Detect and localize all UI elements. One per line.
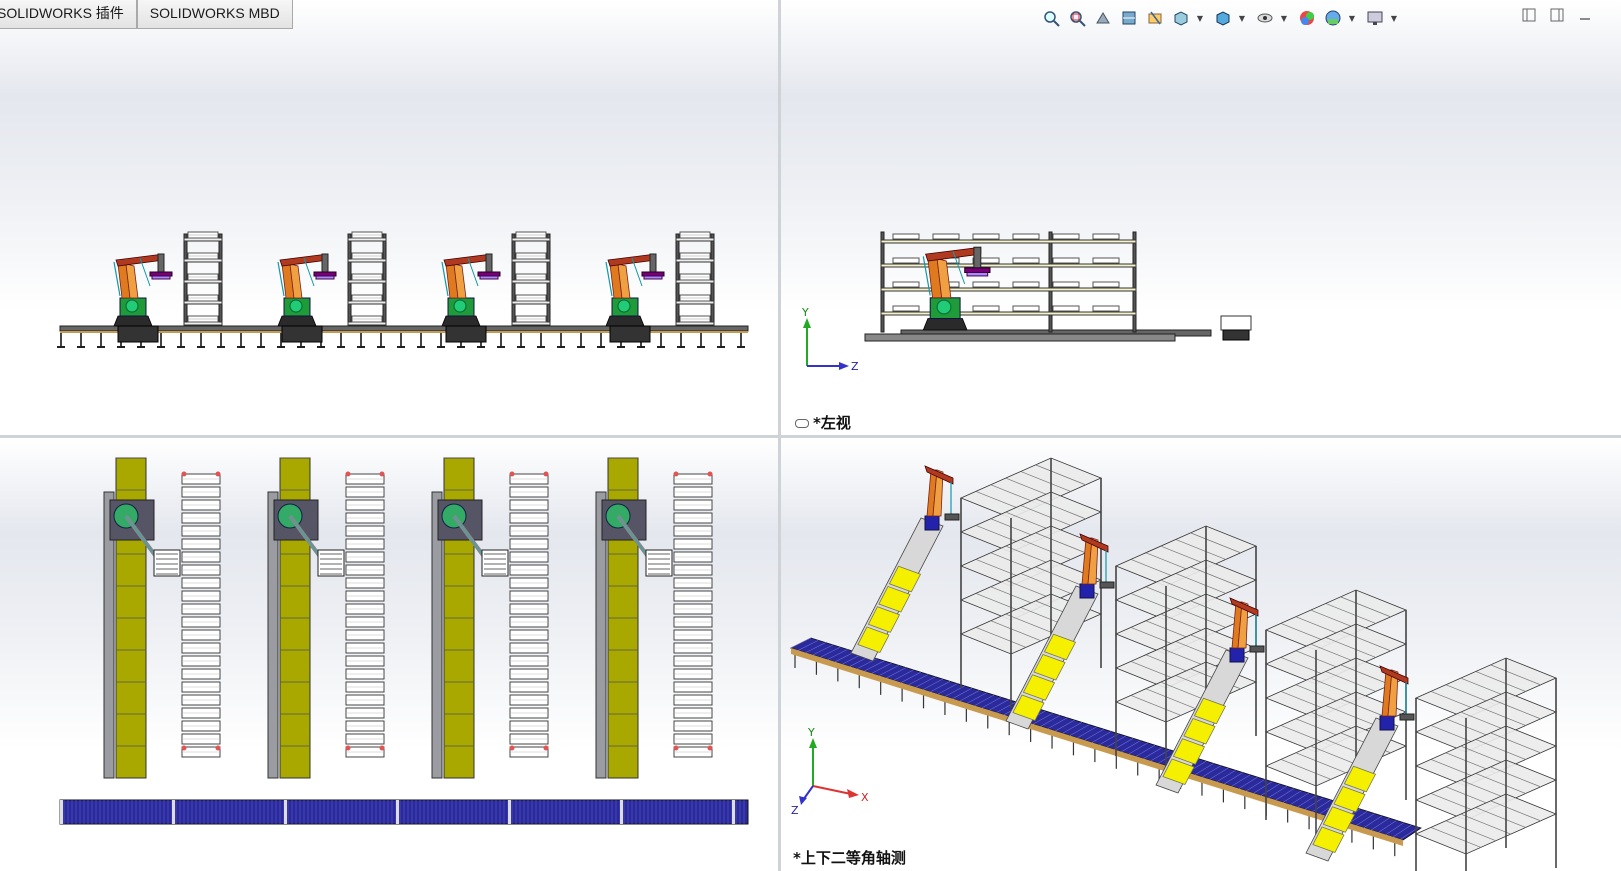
robot-base — [924, 515, 940, 531]
view-orientation-icon[interactable] — [1170, 7, 1192, 29]
triad-z-label: Z — [851, 360, 859, 373]
display-style-icon[interactable] — [1212, 7, 1234, 29]
storage-rack — [183, 231, 223, 327]
zoom-to-area-icon[interactable] — [1066, 7, 1088, 29]
view-glyph-icon — [795, 419, 809, 428]
coordinate-triad: ZY — [801, 306, 859, 373]
edit-appearance-icon[interactable] — [1296, 7, 1318, 29]
view-label-left: *左视 — [795, 412, 851, 433]
cell-iso — [1155, 589, 1408, 840]
section-view-icon[interactable] — [1118, 7, 1140, 29]
view-settings-icon[interactable] — [1364, 7, 1386, 29]
robot-plinth — [609, 325, 651, 343]
robot-base — [1379, 715, 1395, 731]
storage-rack — [347, 231, 387, 327]
storage-rack — [675, 231, 715, 327]
tab-solidworks-addins[interactable]: SOLIDWORKS 插件 — [0, 0, 137, 29]
roller-conveyor-plan — [59, 799, 749, 825]
tile-icon[interactable] — [1548, 6, 1566, 24]
zoom-to-fit-icon[interactable] — [1040, 7, 1062, 29]
viewport-top[interactable] — [0, 438, 778, 871]
triad-y-label: Y — [801, 306, 809, 319]
palletizing-robot — [113, 253, 173, 327]
view-name: *上下二等角轴测 — [793, 849, 906, 867]
viewport-isometric[interactable]: X Z Y *上下二等角轴测 — [781, 438, 1621, 871]
roller-conveyor-iso — [789, 637, 1422, 857]
left-view-structure — [864, 231, 1212, 342]
chevron-down-icon[interactable]: ▼ — [1196, 13, 1204, 23]
triad-x-label: X — [861, 791, 869, 804]
restore-icon[interactable] — [1520, 6, 1538, 24]
triad-z-label: Z — [791, 804, 799, 817]
side-cart-base — [1222, 329, 1250, 341]
viewport-window-controls — [1520, 6, 1594, 24]
view-name: *左视 — [813, 414, 851, 432]
robot-base — [1229, 647, 1245, 663]
minimize-icon[interactable] — [1576, 6, 1594, 24]
robot-plinth — [117, 325, 159, 343]
storage-rack — [511, 231, 551, 327]
chevron-down-icon[interactable]: ▼ — [1348, 13, 1356, 23]
cell-plan — [431, 457, 549, 779]
heads-up-view-toolbar: ▼ ▼ ▼ ▼ ▼ — [1040, 6, 1402, 30]
coordinate-triad: X Z Y — [791, 726, 869, 817]
robot-plinth — [281, 325, 323, 343]
previous-view-icon[interactable] — [1092, 7, 1114, 29]
chevron-down-icon[interactable]: ▼ — [1390, 13, 1398, 23]
front-view-model — [57, 231, 749, 348]
cell-iso — [1305, 657, 1558, 871]
palletizing-robot — [277, 253, 337, 327]
palletizing-robot — [441, 253, 501, 327]
dynamic-annotation-icon[interactable] — [1144, 7, 1166, 29]
viewport-front[interactable]: SOLIDWORKS 插件 SOLIDWORKS MBD — [0, 0, 778, 435]
palletizing-robot — [922, 246, 991, 331]
palletizing-robot — [605, 253, 665, 327]
robot-base — [1079, 583, 1095, 599]
side-cart — [1220, 315, 1252, 331]
robot-plinth — [445, 325, 487, 343]
isometric-view-model: X Z Y — [789, 457, 1558, 871]
hide-show-items-icon[interactable] — [1254, 7, 1276, 29]
floor-conveyor — [57, 325, 749, 348]
triad-y-label: Y — [807, 726, 815, 739]
top-view-model — [59, 457, 749, 825]
view-label-isometric: *上下二等角轴测 — [793, 847, 906, 868]
cell-plan — [267, 457, 385, 779]
apply-scene-icon[interactable] — [1322, 7, 1344, 29]
left-view-model: ZY — [801, 231, 1252, 373]
chevron-down-icon[interactable]: ▼ — [1280, 13, 1288, 23]
chevron-down-icon[interactable]: ▼ — [1238, 13, 1246, 23]
command-manager-tabs: SOLIDWORKS 插件 SOLIDWORKS MBD — [0, 0, 293, 29]
tab-solidworks-mbd[interactable]: SOLIDWORKS MBD — [136, 0, 293, 29]
cell-plan — [595, 457, 713, 779]
cell-plan — [103, 457, 221, 779]
